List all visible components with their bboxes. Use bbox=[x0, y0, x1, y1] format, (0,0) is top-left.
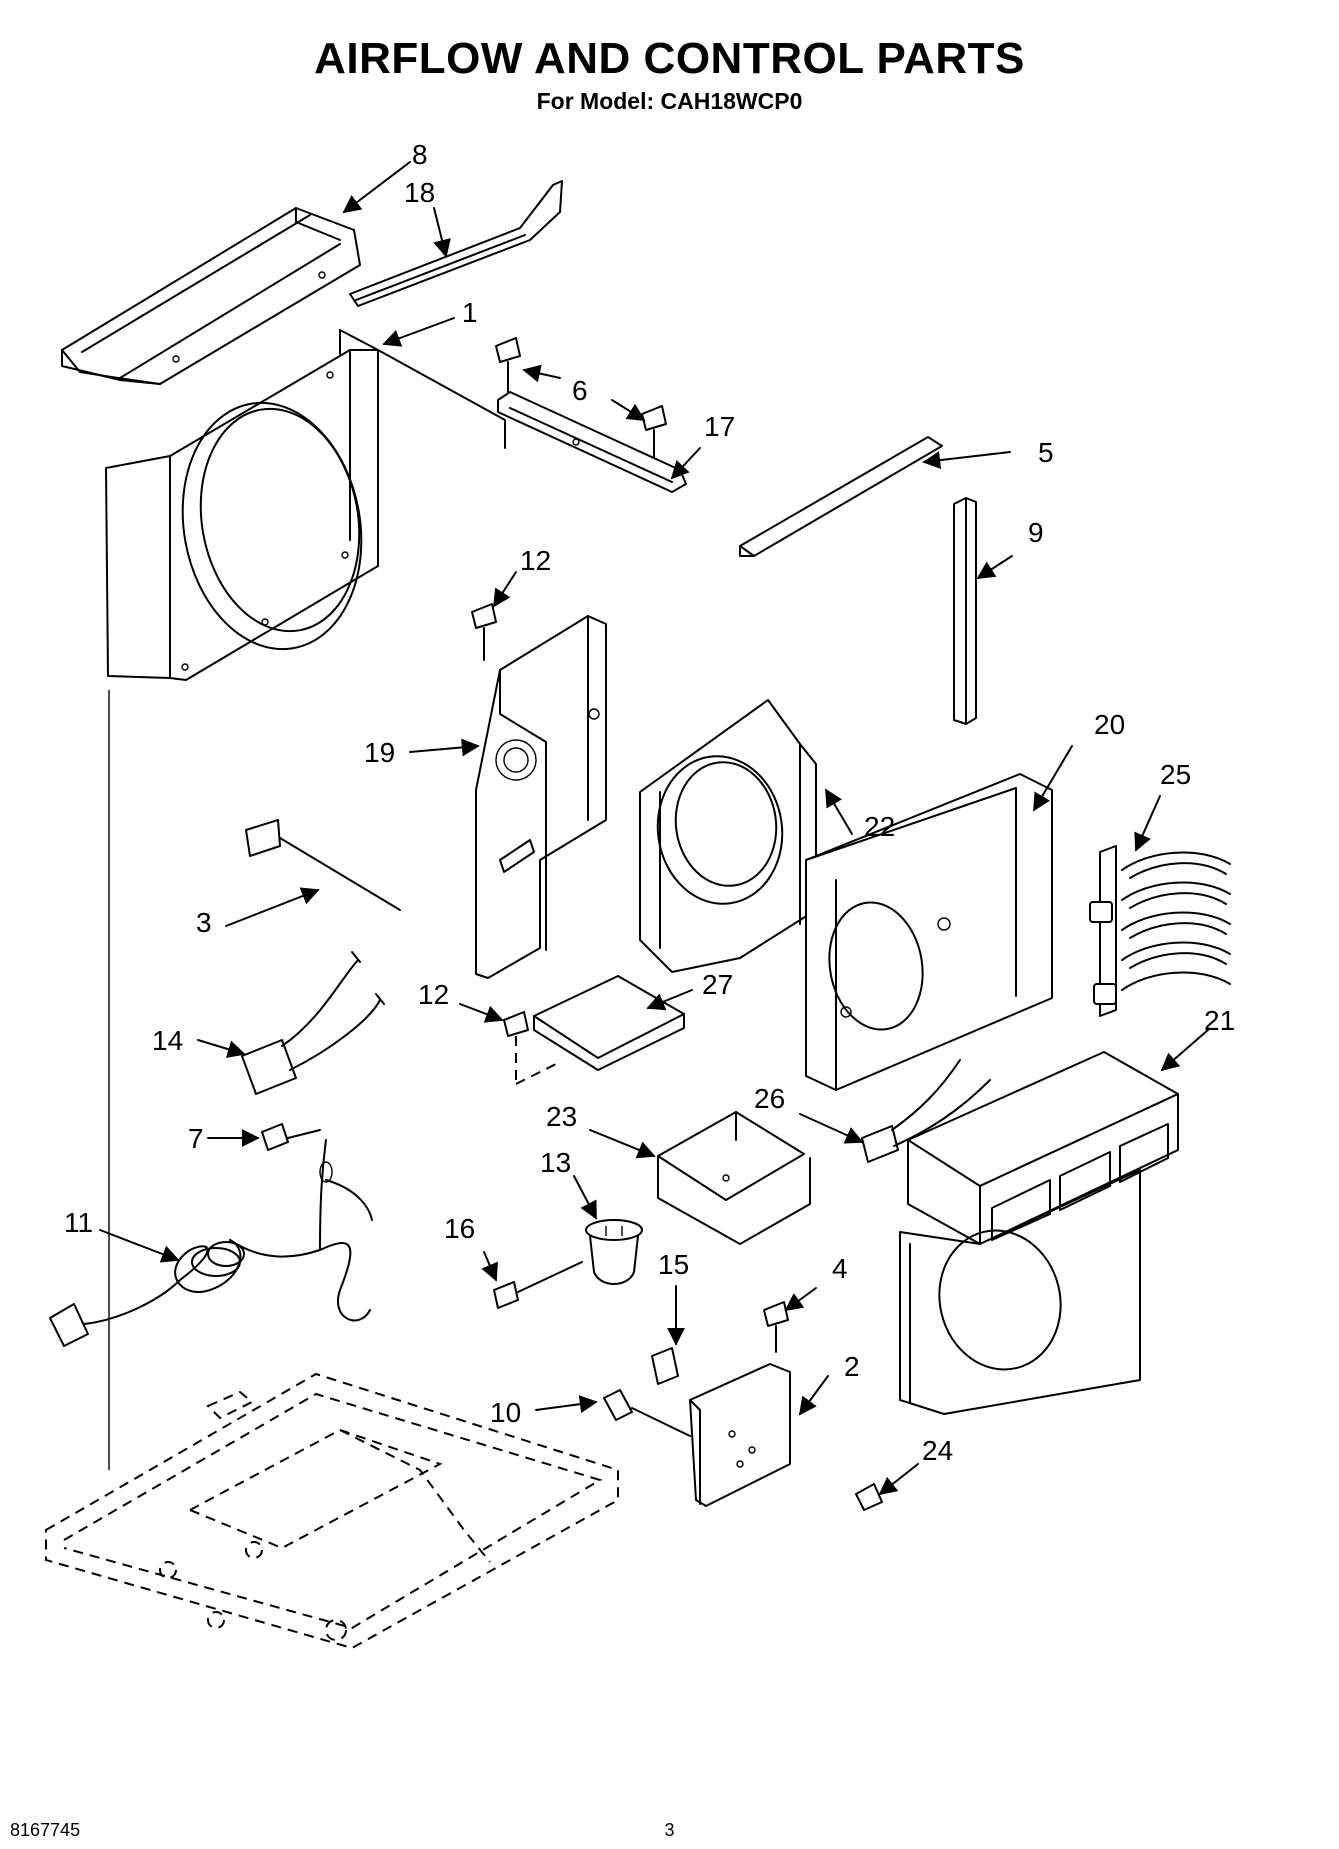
callout-15: 15 bbox=[658, 1249, 689, 1280]
callout-7: 7 bbox=[188, 1123, 204, 1154]
callout-20: 20 bbox=[1094, 709, 1125, 740]
callout-21: 21 bbox=[1204, 1005, 1235, 1036]
callout-16: 16 bbox=[444, 1213, 475, 1244]
part-10-switch bbox=[603, 1389, 691, 1437]
callout-12-top: 12 bbox=[520, 545, 551, 576]
callout-25: 25 bbox=[1160, 759, 1191, 790]
callout-2: 2 bbox=[844, 1351, 860, 1382]
part-19-control-bracket bbox=[475, 615, 607, 979]
callout-13: 13 bbox=[540, 1147, 571, 1178]
callout-12-lower: 12 bbox=[418, 979, 449, 1010]
part-1-fan-shroud bbox=[105, 329, 506, 681]
part-3-sensor bbox=[245, 819, 401, 911]
model-subtitle: For Model: CAH18WCP0 bbox=[536, 88, 803, 114]
part-7-screw bbox=[261, 1123, 321, 1151]
page-title: AIRFLOW AND CONTROL PARTS bbox=[314, 34, 1025, 83]
callout-8: 8 bbox=[412, 139, 428, 170]
part-5-rail bbox=[739, 436, 943, 557]
part-12-screw-lower bbox=[503, 1011, 557, 1085]
part-6-screws bbox=[495, 337, 667, 459]
part-4-screw bbox=[763, 1301, 789, 1353]
callout-17: 17 bbox=[704, 411, 735, 442]
callout-9: 9 bbox=[1028, 517, 1044, 548]
part-22-blower-housing bbox=[639, 699, 817, 973]
page-number: 3 bbox=[664, 1820, 675, 1840]
callout-27: 27 bbox=[702, 969, 733, 1000]
part-17-bracket bbox=[497, 391, 687, 493]
part-15-clip bbox=[651, 1347, 679, 1385]
base-pan-dashed bbox=[45, 1372, 619, 1650]
callout-24: 24 bbox=[922, 1435, 953, 1466]
part-24-screw bbox=[855, 1483, 883, 1511]
callout-22: 22 bbox=[864, 811, 895, 842]
callout-14: 14 bbox=[152, 1025, 183, 1056]
part-14-harness bbox=[241, 951, 385, 1095]
callout-26: 26 bbox=[754, 1083, 785, 1114]
document-number: 8167745 bbox=[10, 1820, 81, 1840]
callout-23: 23 bbox=[546, 1101, 577, 1132]
callout-18: 18 bbox=[404, 177, 435, 208]
callout-11: 11 bbox=[64, 1207, 93, 1238]
part-9-post bbox=[953, 497, 977, 725]
callout-3: 3 bbox=[196, 907, 212, 938]
part-27-plate bbox=[533, 975, 685, 1071]
part-2-mount-bracket bbox=[689, 1363, 791, 1507]
part-8-top-panel bbox=[61, 207, 361, 385]
part-23-control-box bbox=[657, 1111, 811, 1245]
callout-6: 6 bbox=[572, 375, 588, 406]
part-25-heater bbox=[1089, 845, 1231, 1017]
part-26-connector bbox=[861, 1059, 991, 1163]
part-20-frame bbox=[805, 773, 1053, 1091]
part-18-seal-strip bbox=[349, 180, 563, 307]
callout-10: 10 bbox=[490, 1397, 521, 1428]
callout-19: 19 bbox=[364, 737, 395, 768]
callout-1: 1 bbox=[462, 297, 478, 328]
callout-4: 4 bbox=[832, 1253, 848, 1284]
part-16-screw bbox=[493, 1261, 583, 1309]
callout-5: 5 bbox=[1038, 437, 1054, 468]
part-12-screw-top bbox=[471, 603, 497, 661]
leader-lines bbox=[99, 161, 1209, 1496]
part-13-capacitor bbox=[585, 1219, 643, 1285]
part-21-duct-assembly bbox=[899, 1051, 1179, 1415]
part-11-power-cord bbox=[49, 1139, 373, 1347]
callout-labels: 8 18 1 6 17 5 9 12 19 22 20 25 3 27 12 1… bbox=[64, 139, 1235, 1466]
